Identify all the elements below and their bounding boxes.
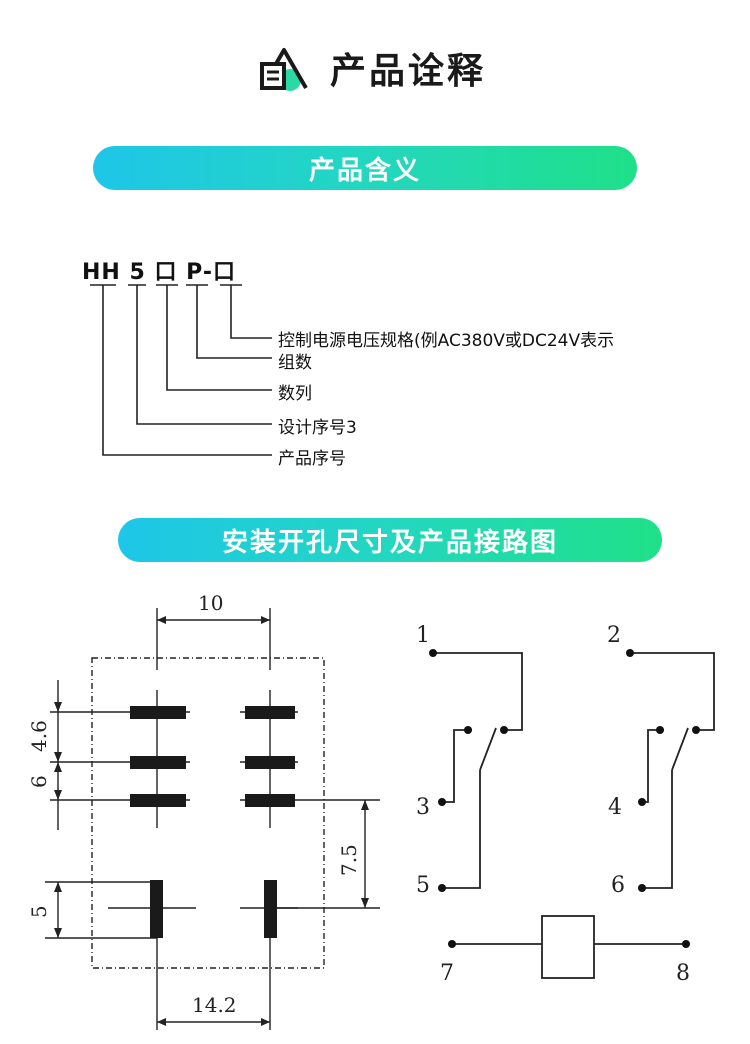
pin-slot bbox=[245, 756, 295, 769]
dim-right: 7.5 bbox=[337, 844, 361, 876]
terminal-dot bbox=[638, 884, 646, 892]
terminal-label-8: 8 bbox=[676, 961, 690, 986]
terminal-label-7: 7 bbox=[440, 961, 454, 986]
terminal-dot bbox=[682, 940, 690, 948]
page-header: 产品诠释 bbox=[0, 38, 750, 98]
terminal-dot bbox=[448, 940, 456, 948]
legend-design: 设计序号3 bbox=[278, 418, 357, 438]
pin-slot bbox=[264, 880, 277, 938]
terminal-label-3: 3 bbox=[416, 795, 430, 820]
pin-slot bbox=[245, 706, 295, 719]
pin-slot bbox=[130, 756, 186, 769]
terminal-dot bbox=[438, 884, 446, 892]
pin-slot bbox=[150, 880, 163, 938]
terminal-label-5: 5 bbox=[416, 873, 430, 898]
dim-top: 10 bbox=[198, 591, 223, 615]
code-part-design: 5 bbox=[129, 260, 146, 285]
section-title-mounting: 安装开孔尺寸及产品接路图 bbox=[118, 518, 662, 562]
dim-left-mid: 6 bbox=[27, 775, 51, 788]
code-part-voltage: 口 bbox=[213, 260, 237, 285]
terminal-label-2: 2 bbox=[607, 623, 621, 648]
terminal-dot bbox=[438, 798, 446, 806]
wiring-diagram: 1 2 3 4 5 6 7 8 bbox=[416, 623, 715, 986]
model-code: HH 5 口 P-口 bbox=[82, 254, 236, 286]
pin-slot bbox=[130, 794, 186, 807]
legend-product: 产品序号 bbox=[278, 449, 346, 469]
code-part-series: HH bbox=[82, 260, 121, 285]
section-title-meaning: 产品含义 bbox=[93, 146, 637, 190]
terminal-label-4: 4 bbox=[608, 795, 622, 820]
legend-groups: 组数 bbox=[278, 353, 312, 373]
legend-rows: 数列 bbox=[278, 384, 312, 404]
terminal-dot bbox=[638, 798, 646, 806]
contact-dot bbox=[464, 726, 472, 734]
code-part-groups: P- bbox=[186, 260, 214, 285]
terminal-label-6: 6 bbox=[611, 873, 625, 898]
terminal-dot bbox=[626, 649, 634, 657]
model-leader-lines bbox=[90, 284, 272, 456]
mounting-dimension-drawing: 10 4.6 6 7.5 5 14.2 bbox=[27, 591, 380, 1030]
dim-left-upper: 4.6 bbox=[27, 720, 51, 752]
pin-slot bbox=[130, 706, 186, 719]
page-title: 产品诠释 bbox=[330, 51, 487, 92]
document-triangle-icon bbox=[260, 48, 308, 91]
terminal-dot bbox=[429, 649, 437, 657]
contact-dot bbox=[500, 726, 508, 734]
terminal-label-1: 1 bbox=[416, 623, 430, 648]
contact-dot bbox=[656, 726, 664, 734]
pin-slot bbox=[245, 794, 295, 807]
legend-voltage: 控制电源电压规格(例AC380V或DC24V表示 bbox=[278, 331, 615, 351]
dim-left-lower: 5 bbox=[27, 905, 51, 918]
code-part-rows: 口 bbox=[154, 260, 178, 285]
dim-bottom: 14.2 bbox=[192, 993, 237, 1017]
contact-dot bbox=[692, 726, 700, 734]
